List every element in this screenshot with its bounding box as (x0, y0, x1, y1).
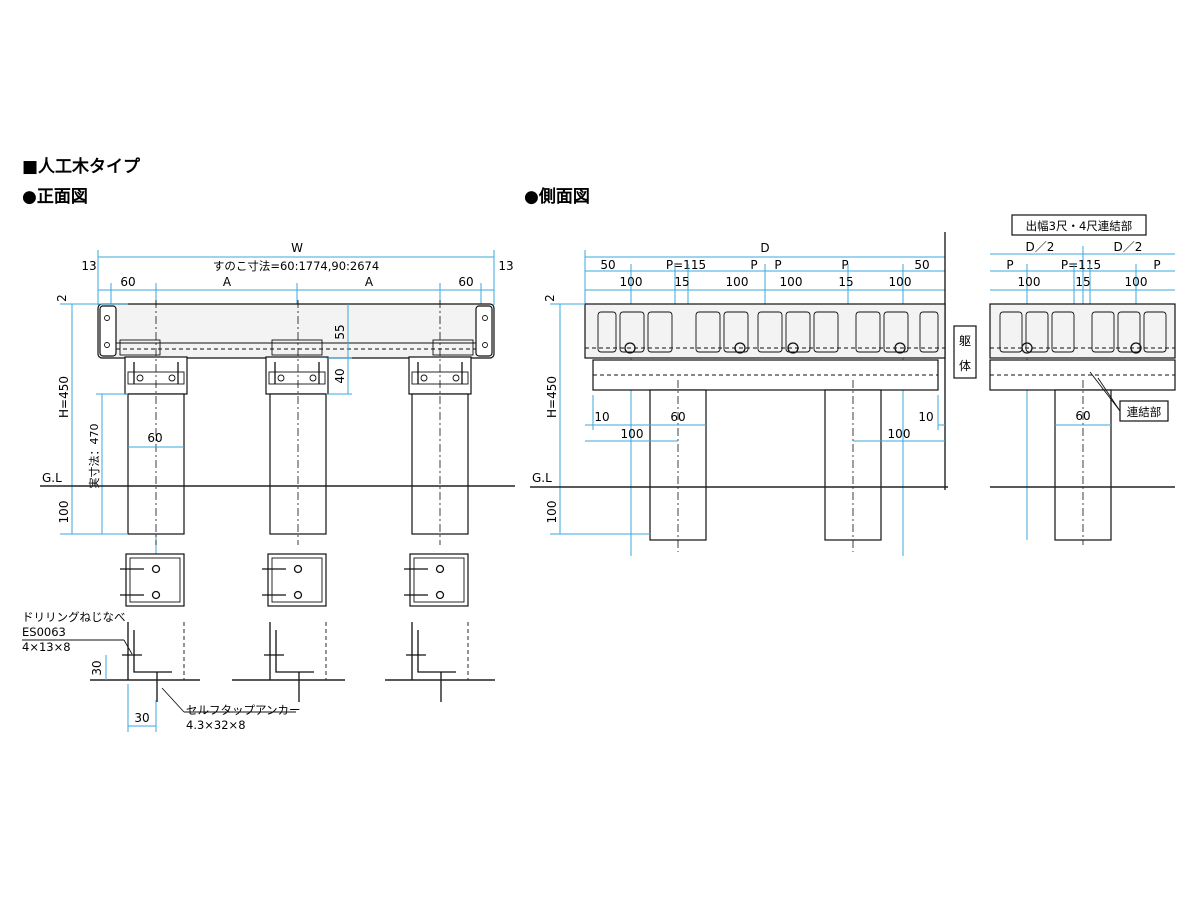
side-dim-2: 2 (543, 294, 557, 302)
side-dim-10-left: 10 (594, 410, 609, 424)
side-gl-label: G.L (532, 471, 552, 485)
side-dim-100-c: 100 (780, 275, 803, 289)
side-view-title: ●側面図 (524, 187, 590, 207)
front-gl-label: G.L (42, 471, 62, 485)
front-dim-60-right: 60 (458, 275, 473, 289)
front-dim-100: 100 (57, 501, 71, 524)
side-dim-100-left: 100 (621, 427, 644, 441)
side-dim-100-bottom: 100 (545, 501, 559, 524)
front-base-plate-2 (262, 553, 327, 607)
front-dim-13-left: 13 (81, 259, 96, 273)
joint-title-box (1011, 214, 1147, 236)
front-dim-actual-470: 実寸法：470 (87, 424, 101, 489)
front-base-plate-1 (120, 553, 185, 607)
side-dim-15-a: 15 (674, 275, 689, 289)
side-wall-label-2: 体 (959, 359, 971, 373)
joint-dim-15: 15 (1075, 275, 1090, 289)
front-dim-h450: H=450 (57, 376, 71, 418)
side-dim-50-left: 50 (600, 258, 615, 272)
front-screw-label-code: ES0063 (22, 625, 66, 639)
front-dim-w: W (291, 241, 303, 255)
front-anchor-detail-2 (232, 622, 345, 702)
front-dim-30-vertical: 30 (90, 660, 104, 675)
side-wall-label-box (953, 325, 977, 379)
front-view-title: ●正面図 (22, 187, 88, 207)
side-dim-100-right: 100 (888, 427, 911, 441)
front-anchor-detail-1 (90, 622, 200, 702)
joint-dim-p115: P=115 (1061, 258, 1101, 272)
front-end-cap-left (99, 305, 117, 357)
front-base-plate-3 (404, 553, 469, 607)
joint-dim-60: 60 (1075, 409, 1090, 423)
side-dim-100-a: 100 (620, 275, 643, 289)
side-dim-15-b: 15 (838, 275, 853, 289)
side-dim-p-c: P (841, 258, 848, 272)
joint-detail: 出幅3尺・4尺連結部 D／2 D／2 P P=115 P 100 15 100 … (989, 214, 1176, 545)
front-bracket-2 (265, 356, 329, 395)
side-dim-p-a: P (750, 258, 757, 272)
front-anchor-detail-3 (385, 622, 495, 702)
front-slat-size-note: すのこ寸法=60:1774,90:2674 (213, 259, 379, 273)
side-dim-10-right: 10 (918, 410, 933, 424)
side-dim-p-b: P (774, 258, 781, 272)
side-dim-60: 60 (670, 410, 685, 424)
side-dim-100-d: 100 (889, 275, 912, 289)
front-screw-label-name: ドリリングねじなべ (22, 610, 126, 624)
type-title: ■人工木タイプ (22, 157, 141, 177)
side-wall-label-1: 躯 (959, 333, 971, 348)
side-dim-d: D (760, 241, 769, 255)
front-dim-2: 2 (55, 294, 69, 302)
front-deck-board (97, 303, 495, 359)
front-screw-label-size: 4×13×8 (22, 640, 71, 654)
front-dim-60-post: 60 (147, 431, 162, 445)
joint-dim-d2-left: D／2 (1026, 240, 1055, 254)
front-view: W すのこ寸法=60:1774,90:2674 13 13 60 A A 60 (22, 241, 515, 732)
joint-dim-d2-right: D／2 (1114, 240, 1143, 254)
side-dim-50-right: 50 (914, 258, 929, 272)
joint-dim-p-right: P (1153, 258, 1160, 272)
front-end-cap-right (475, 305, 493, 357)
side-dim-h450: H=450 (545, 376, 559, 418)
front-dim-30-horizontal: 30 (134, 711, 149, 725)
front-anchor-label-size: 4.3×32×8 (186, 718, 246, 732)
side-dim-p115: P=115 (666, 258, 706, 272)
front-anchor-label-name: セルフタップアンカー (186, 703, 301, 717)
front-dim-13-right: 13 (498, 259, 513, 273)
front-dim-a-2: A (365, 275, 374, 289)
joint-dim-100-right: 100 (1125, 275, 1148, 289)
joint-dim-p-left: P (1006, 258, 1013, 272)
front-dim-40: 40 (333, 368, 347, 383)
side-dim-100-b: 100 (726, 275, 749, 289)
front-dim-55: 55 (333, 324, 347, 339)
front-dim-60-left: 60 (120, 275, 135, 289)
joint-title: 出幅3尺・4尺連結部 (1026, 219, 1133, 233)
side-view: D 50 P=115 P P P 50 100 15 100 100 15 10… (530, 232, 977, 556)
front-dim-a-1: A (223, 275, 232, 289)
joint-dim-100-left: 100 (1018, 275, 1041, 289)
joint-renketsu-label: 連結部 (1127, 405, 1162, 419)
side-board-slots (597, 311, 939, 353)
